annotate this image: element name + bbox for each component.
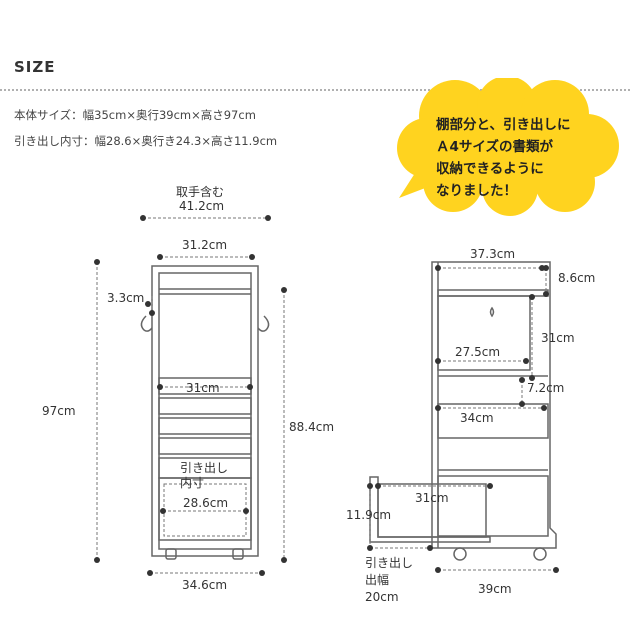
- gap-height-label: 7.2cm: [527, 381, 565, 395]
- front-body-outline: [151, 265, 259, 557]
- side-dashed-guides: [369, 267, 556, 571]
- body-height-label: 88.4cm: [289, 420, 335, 434]
- side-shelf-box: [437, 295, 531, 371]
- shelf-depth-label: 27.5cm: [455, 345, 501, 359]
- front-caster-left: [165, 548, 177, 560]
- top-height-label: 8.6cm: [558, 271, 596, 285]
- drawer-width-label: 28.6cm: [183, 496, 229, 510]
- drawer-out-label-3: 20cm: [365, 590, 399, 604]
- right-hook-icon: [257, 315, 270, 332]
- shelf-height-label: 31cm: [541, 331, 575, 345]
- front-dashed-guides: [96, 217, 285, 574]
- drawer-depth-label: 31cm: [415, 491, 449, 505]
- side-hook-icon: [489, 306, 495, 318]
- callout-cloud: [397, 78, 619, 216]
- side-offset-label: 3.3cm: [107, 291, 145, 305]
- handle-width-label: 41.2cm: [179, 199, 225, 213]
- side-caster-front: [453, 547, 467, 561]
- base-width-label: 34.6cm: [182, 578, 228, 592]
- page-title: SIZE: [14, 58, 56, 76]
- callout-line-3: 収納できるように: [436, 161, 544, 177]
- handle-label-1: 取手含む: [176, 185, 225, 199]
- front-drawer: [158, 477, 252, 541]
- drawer-height-label: 11.9cm: [346, 508, 392, 522]
- callout-line-2: Ａ4サイズの書類が: [436, 139, 553, 155]
- front-dimension-dots: [94, 215, 287, 576]
- section-divider: [0, 89, 630, 91]
- inner-width-label: 31cm: [186, 381, 220, 395]
- callout-line-4: なりました！: [436, 183, 517, 199]
- side-drawer-cavity: [437, 475, 549, 537]
- front-shelf-3: [158, 417, 252, 435]
- front-caster-right: [232, 548, 244, 560]
- side-dimension-dots: [367, 265, 559, 573]
- side-body-outline: [431, 261, 557, 549]
- mid-depth-label: 34cm: [460, 411, 494, 425]
- drawer-inner-spec: 引き出し内寸：幅28.6×奥行き24.3×高さ11.9cm: [14, 134, 278, 148]
- total-height-label: 97cm: [42, 404, 76, 418]
- callout-line-1: 棚部分と、引き出しに: [436, 117, 571, 133]
- front-shelf-4: [158, 437, 252, 455]
- front-shelf-2: [158, 397, 252, 415]
- top-width-label: 31.2cm: [182, 238, 228, 252]
- drawer-pulled-inner: [377, 483, 487, 538]
- drawer-out-label-2: 出幅: [365, 573, 390, 587]
- side-caster-back: [533, 547, 547, 561]
- side-middle-shelf: [437, 403, 549, 439]
- drawer-out-label-1: 引き出し: [365, 556, 414, 570]
- base-depth-label: 39cm: [478, 582, 512, 596]
- callout-text: 棚部分と、引き出しに Ａ4サイズの書類が 収納できるように なりました！: [436, 114, 570, 202]
- body-size-spec: 本体サイズ：幅35cm×奥行39cm×高さ97cm: [14, 108, 256, 122]
- drawer-label-1: 引き出し: [180, 461, 229, 475]
- front-view: [140, 265, 270, 560]
- top-depth-label: 37.3cm: [470, 247, 516, 261]
- left-hook-icon: [140, 315, 153, 332]
- drawer-label-2: 内寸: [180, 476, 205, 490]
